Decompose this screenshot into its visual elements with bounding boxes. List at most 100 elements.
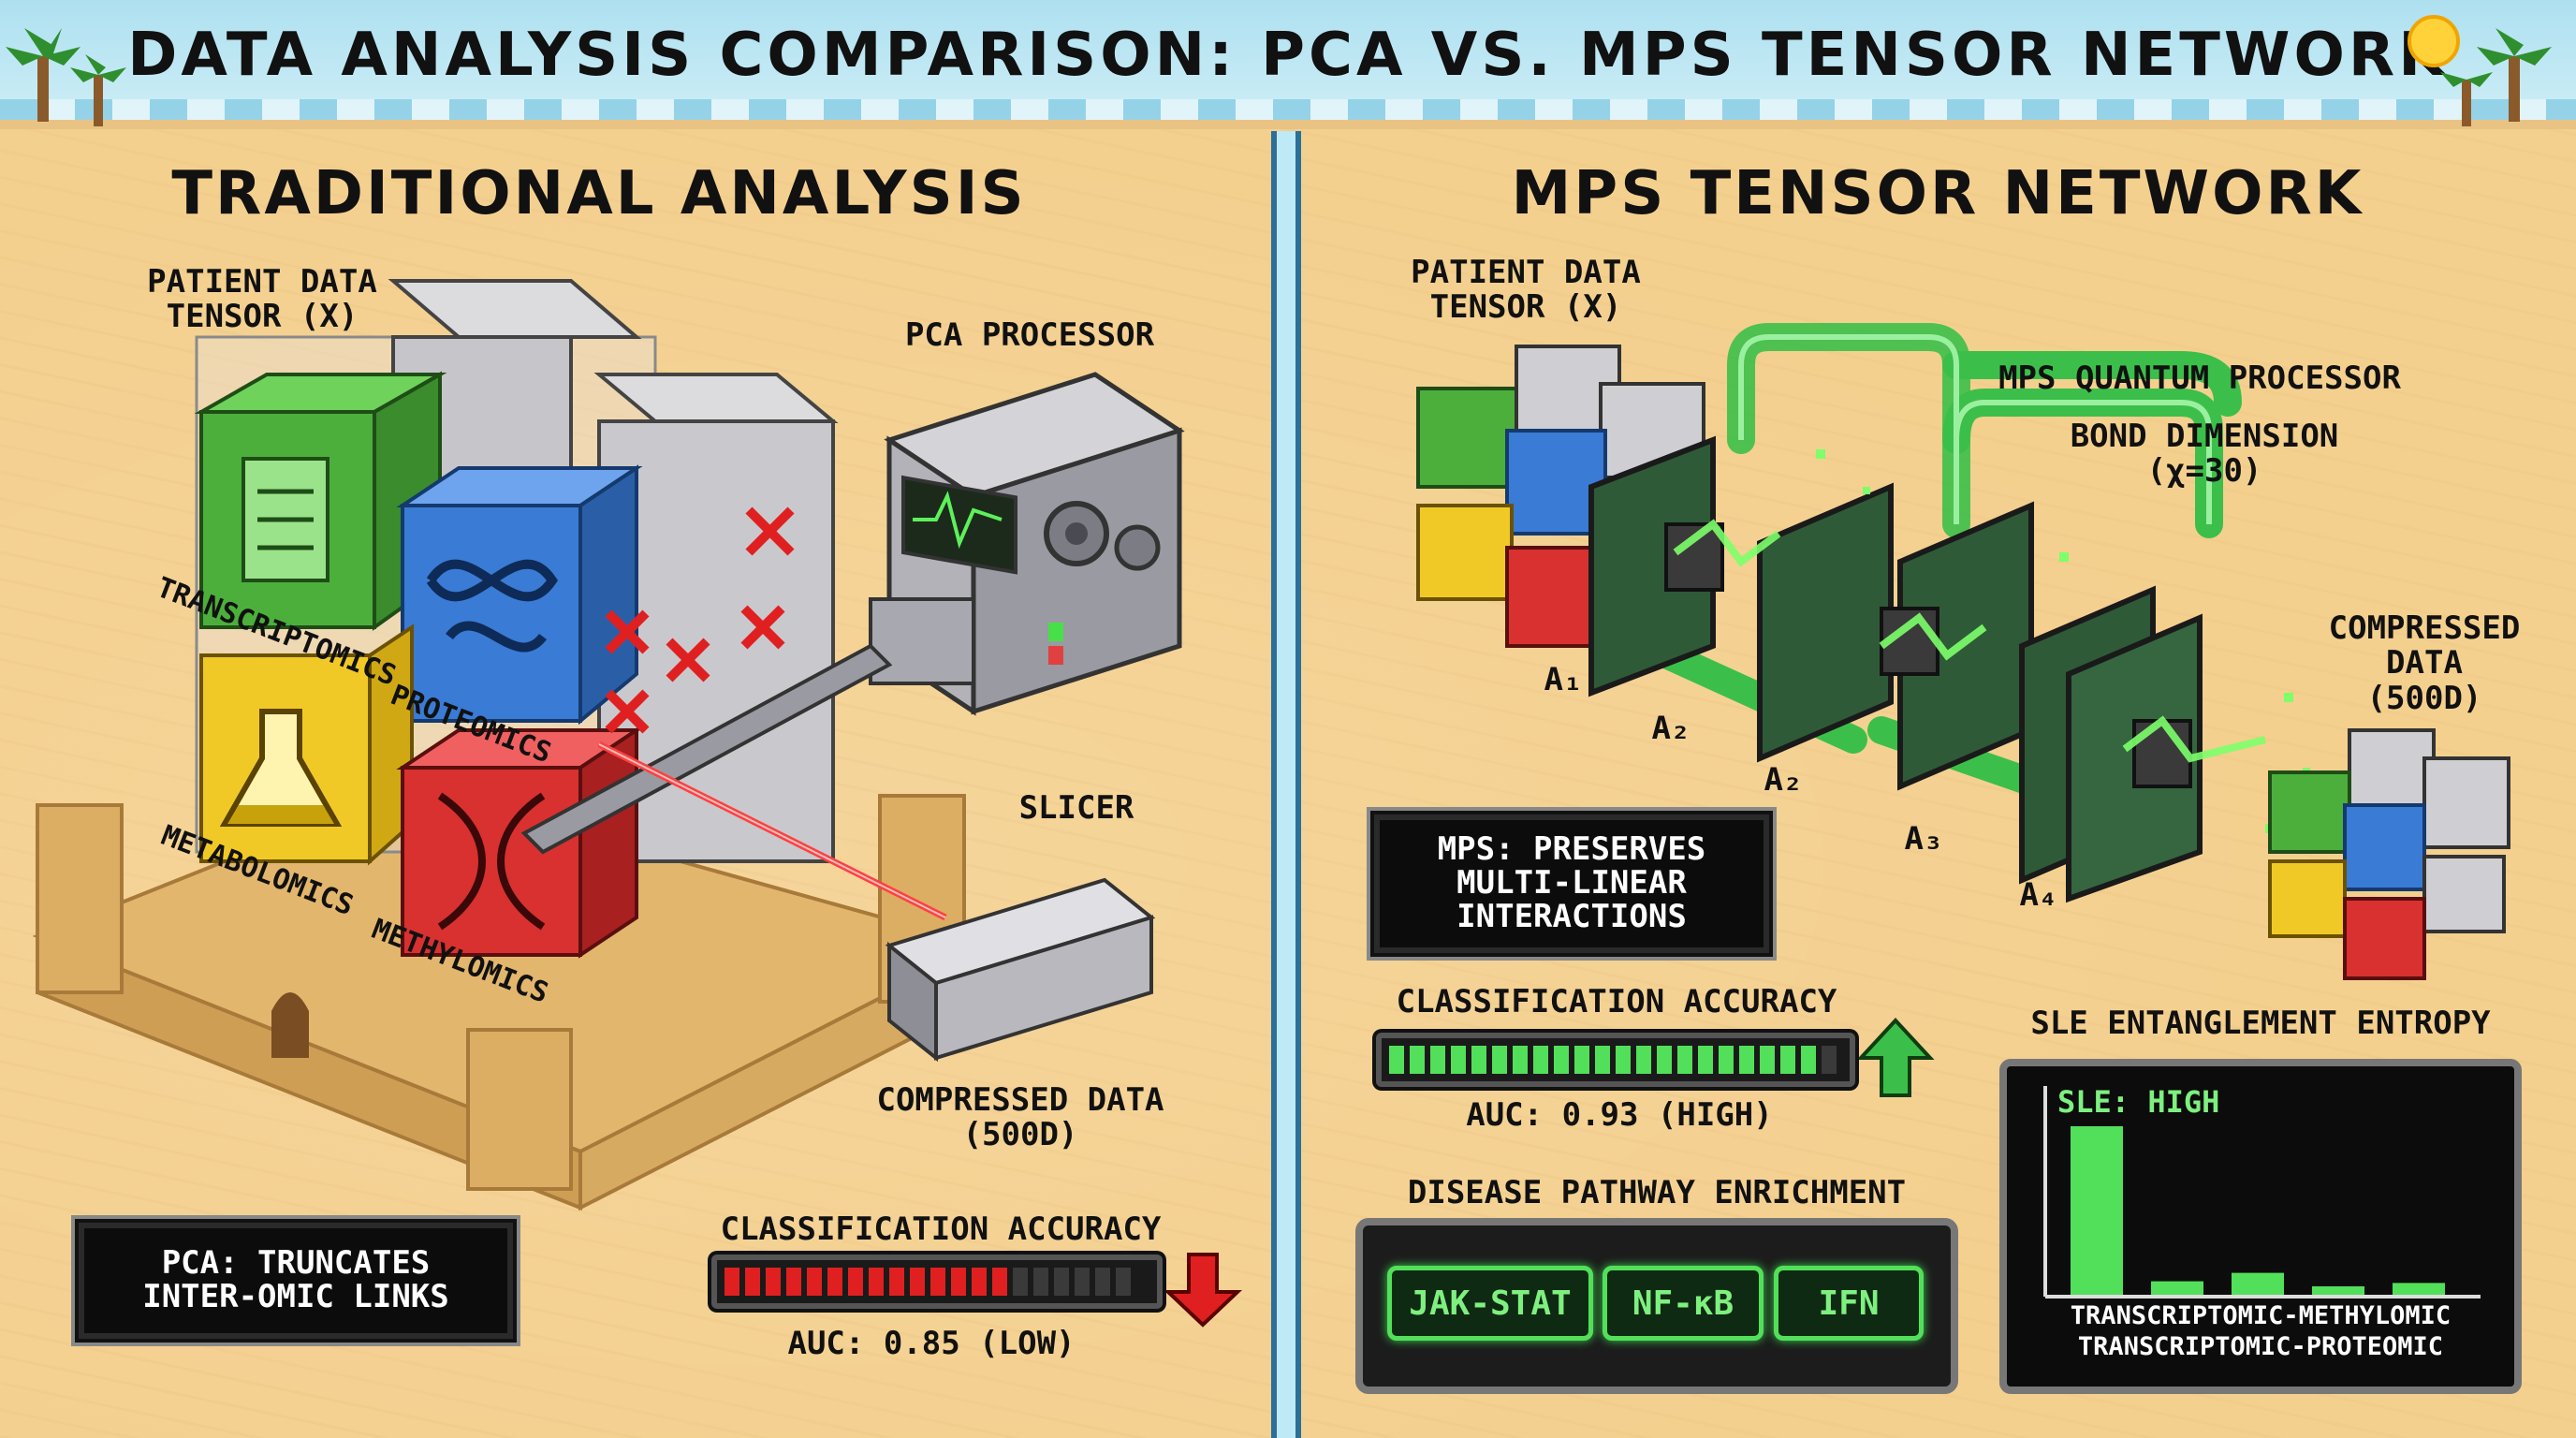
left-compressed-line1: COMPRESSED DATA: [876, 1081, 1164, 1119]
waves: [0, 99, 2576, 120]
entropy-bar: [2151, 1281, 2203, 1295]
status-led-green: [1048, 623, 1063, 641]
entropy-bars: [2071, 1126, 2445, 1295]
accuracy-segment: [869, 1268, 884, 1296]
x-mark-icon: [605, 506, 795, 734]
panel-divider: [1271, 131, 1301, 1438]
entropy-bar: [2312, 1286, 2364, 1295]
pca-processor-label: PCA PROCESSOR: [904, 316, 1155, 354]
accuracy-segment: [1116, 1268, 1131, 1296]
mps-note-box: MPS: PRESERVES MULTI-LINEAR INTERACTIONS: [1374, 814, 1769, 953]
left-auc: AUC: 0.85 (LOW): [787, 1325, 1076, 1362]
accuracy-segment: [1636, 1046, 1651, 1074]
accuracy-segment: [910, 1268, 925, 1296]
entropy-axis-label-2: TRANSCRIPTOMIC-PROTEOMIC: [2077, 1332, 2444, 1361]
right-auc: AUC: 0.93 (HIGH): [1466, 1096, 1773, 1134]
core-label-a2-second: A₂: [1764, 761, 1803, 799]
pathway-chip-jak-stat: JAK-STAT: [1387, 1266, 1593, 1341]
entanglement-beams: [1673, 519, 2266, 763]
sandcastle-icon: [32, 784, 988, 1211]
entropy-badge: SLE: HIGH: [2057, 1084, 2220, 1120]
accuracy-segment: [827, 1268, 842, 1296]
scroll-icon: [242, 457, 329, 582]
accuracy-segment: [992, 1268, 1007, 1296]
patient-data-tensor-right: [1416, 345, 1705, 648]
left-compressed-line2: (500D): [962, 1116, 1078, 1154]
entropy-label: SLE ENTANGLEMENT ENTROPY: [2030, 1005, 2491, 1042]
right-accuracy-bar: [1376, 1033, 1855, 1087]
pathway-label: DISEASE PATHWAY ENRICHMENT: [1407, 1174, 1907, 1211]
accuracy-segment: [1013, 1268, 1028, 1296]
palm-tree-icon: [6, 28, 126, 126]
accuracy-segment: [1719, 1046, 1734, 1074]
accuracy-segment: [1054, 1268, 1069, 1296]
accuracy-segment: [1739, 1046, 1754, 1074]
accuracy-segment: [807, 1268, 822, 1296]
pca-note-line2: INTER-OMIC LINKS: [142, 1278, 449, 1315]
core-label-a1: A₁: [1544, 661, 1583, 698]
accuracy-segment: [1554, 1046, 1569, 1074]
right-accuracy-label: CLASSIFICATION ACCURACY: [1396, 983, 1837, 1020]
accuracy-segment: [1657, 1046, 1672, 1074]
accuracy-segment: [930, 1268, 945, 1296]
dna-icon: [437, 792, 546, 931]
mps-note-line3: INTERACTIONS: [1456, 897, 1687, 935]
pca-note-line1: PCA: TRUNCATES: [161, 1244, 431, 1283]
heartbeat-icon: [913, 491, 1003, 550]
right-tensor-label-line2: TENSOR (X): [1429, 288, 1622, 327]
accuracy-segment: [1492, 1046, 1507, 1074]
accuracy-segment: [848, 1268, 863, 1296]
compressed-data-block-left: [885, 877, 1156, 1063]
pathway-chip-nf-kb: NF-κB: [1603, 1266, 1764, 1341]
accuracy-segment: [1513, 1046, 1528, 1074]
accuracy-segment: [1801, 1046, 1816, 1074]
accuracy-segment: [889, 1268, 904, 1296]
right-compressed-line3: (500D): [2366, 679, 2482, 717]
patient-data-tensor-left: [194, 279, 839, 959]
entropy-bar: [2393, 1283, 2445, 1295]
accuracy-segment: [766, 1268, 781, 1296]
core-label-a2: A₂: [1651, 710, 1690, 747]
flask-icon: [219, 709, 343, 827]
right-compressed-line1: COMPRESSED: [2328, 609, 2521, 647]
right-tensor-label: PATIENT DATA TENSOR (X): [1376, 255, 1676, 327]
entropy-bar: [2071, 1126, 2123, 1295]
palm-tree-icon: [2440, 28, 2552, 126]
slicer-label: SLICER: [1018, 789, 1134, 827]
accuracy-segment: [1389, 1046, 1404, 1074]
pca-note-box: PCA: TRUNCATES INTER-OMIC LINKS: [79, 1223, 513, 1339]
mps-processor-label: MPS QUANTUM PROCESSOR: [1998, 360, 2401, 397]
up-arrow-icon: [1856, 1018, 1935, 1097]
bond-dimension-line1: BOND DIMENSION: [2070, 418, 2339, 455]
entropy-bar: [2232, 1272, 2284, 1295]
compressed-data-block-right: [2268, 728, 2510, 980]
main-title: DATA ANALYSIS COMPARISON: PCA VS. MPS TE…: [127, 21, 2449, 90]
left-accuracy-bar: [711, 1255, 1163, 1309]
accuracy-segment: [1430, 1046, 1445, 1074]
pca-connector: [869, 597, 975, 685]
protein-icon: [426, 559, 559, 653]
left-compressed-label: COMPRESSED DATA (500D): [824, 1081, 1217, 1154]
accuracy-segment: [1095, 1268, 1110, 1296]
left-tensor-label-line1: PATIENT DATA: [147, 263, 377, 301]
accuracy-segment: [1471, 1046, 1486, 1074]
accuracy-segment: [1677, 1046, 1692, 1074]
accuracy-segment: [1780, 1046, 1795, 1074]
core-label-a4: A₄: [2019, 876, 2058, 914]
accuracy-segment: [1410, 1046, 1425, 1074]
right-compressed-line2: DATA: [2386, 644, 2463, 682]
accuracy-segment: [951, 1268, 966, 1296]
accuracy-segment: [1595, 1046, 1610, 1074]
accuracy-segment: [724, 1268, 739, 1296]
accuracy-segment: [1451, 1046, 1466, 1074]
mps-note-line2: MULTI-LINEAR: [1456, 864, 1687, 902]
slicer-rod: [520, 643, 893, 855]
left-tensor-label-line2: TENSOR (X): [166, 298, 359, 336]
accuracy-segment: [972, 1268, 987, 1296]
accuracy-segment: [1698, 1046, 1713, 1074]
mps-bond-pipes-highlight: [1738, 334, 2212, 524]
left-tensor-label: PATIENT DATA TENSOR (X): [112, 263, 412, 336]
left-heading: TRADITIONAL ANALYSIS: [171, 159, 1027, 228]
